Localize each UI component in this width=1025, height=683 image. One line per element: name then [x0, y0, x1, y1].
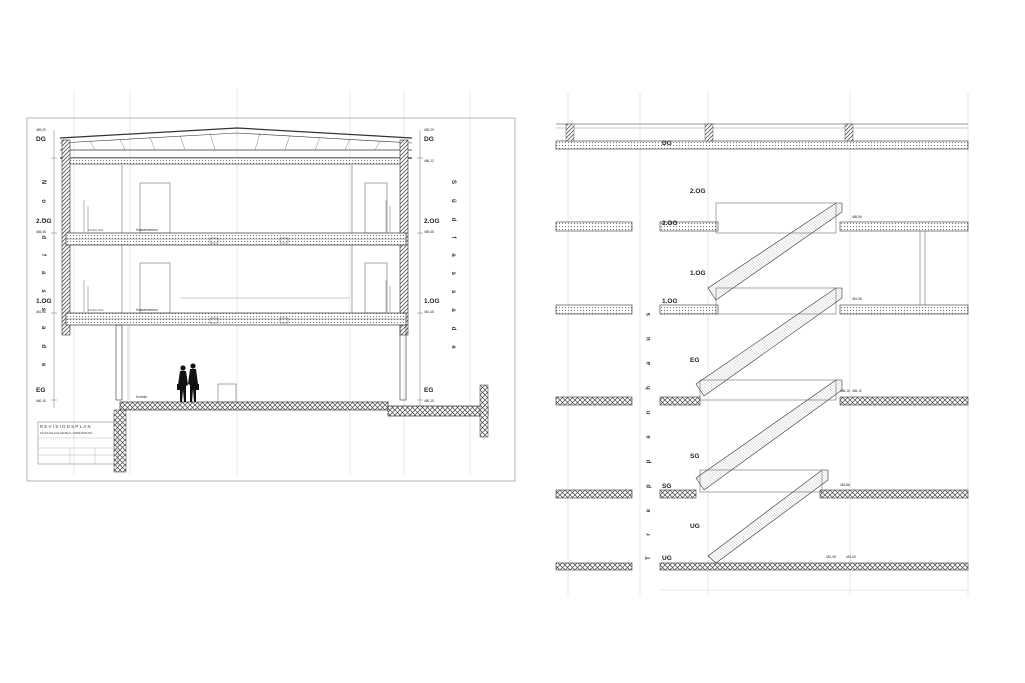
stair-eg-slab-left [555, 396, 633, 406]
stair-sg-slab-right [819, 489, 969, 499]
stair-level-ug: UG [662, 555, 672, 562]
elev-eg-left: 460,15 [36, 399, 46, 403]
stair-level-1og-flight: 1.OG [690, 270, 706, 277]
level-label-1og: 1.OG [36, 298, 52, 305]
foundation-right [479, 384, 489, 438]
elev-top-right: 469,29 [424, 128, 434, 132]
stair-level-eg: EG [690, 357, 699, 364]
stair-level-ug-flight: UG [690, 523, 700, 530]
title-block-subtitle: SCHULANLAGE NEUBAU / ERWEITERUNG [40, 431, 92, 435]
stair-side-text: Treppenhaus [646, 292, 652, 560]
stair-elev-2og: 465,56 [852, 215, 862, 219]
stair-1og-slab-left [555, 304, 633, 315]
room-label-korridor-eg: Korridor [136, 395, 148, 399]
side-text-nordfassade: Nordfassade [40, 180, 46, 381]
stair-flight-sg-eg [695, 379, 843, 491]
title-block-title: REVISIONSPLAN [40, 424, 92, 429]
stair-flight-1og-2og [707, 202, 843, 301]
stair-level-dg: DG [662, 140, 672, 147]
stair-elev-ug: 451,08 [826, 555, 836, 559]
left-grid-lines [73, 88, 471, 475]
elev-1og-right: 461,45 [424, 310, 434, 314]
stair-1og-slab-right [839, 304, 969, 315]
dg-slab [65, 157, 407, 165]
stair-elev-sg-landing: 456,16 [840, 389, 850, 393]
people-silhouettes [177, 363, 199, 402]
level-label-2og: 2.OG [36, 218, 52, 225]
elev-eg-right: 460,15 [424, 399, 434, 403]
stair-sg-slab-left [555, 489, 633, 499]
stair-eg-slab-mid [659, 396, 701, 406]
ground-door [217, 383, 237, 403]
eg-ground-slab [119, 401, 389, 411]
foundation-left [113, 409, 127, 473]
vertical-dimension-chains [51, 130, 423, 408]
stair-elev-1og: 461,56 [852, 297, 862, 301]
stair-2og-slab-left [555, 221, 633, 232]
stair-landings [699, 202, 926, 493]
stair-2og-slab-mid [659, 221, 719, 232]
stair-elev-ug-2: 451,60 [846, 555, 856, 559]
level-label-eg: EG [36, 387, 45, 394]
room-label-klassenzimmer-2og: Klassenzimmer [136, 228, 159, 232]
level-label-dg-right: DG [424, 136, 434, 143]
elev-dg-right: 466,12 [424, 159, 434, 163]
stair-2og-slab-right [839, 221, 969, 232]
interior-partitions [121, 165, 388, 314]
right-grid-lines [567, 92, 969, 595]
stair-level-2og-flight: 2.OG [690, 188, 706, 195]
left-section-sheet: DG 2.OG 1.OG EG DG 2.OG 1.OG EG 469,29 4… [26, 88, 516, 482]
stair-ug-slab-left [555, 562, 633, 571]
elev-top-left: 469,29 [36, 128, 46, 132]
stair-flight-eg-1og [695, 287, 843, 397]
stair-elev-eg: 456,12 [852, 389, 862, 393]
title-block: REVISIONSPLAN SCHULANLAGE NEUBAU / ERWEI… [37, 421, 119, 465]
right-stair-section-sheet: DG 2.OG 2.OG 1.OG 1.OG EG SG SG UG UG 46… [555, 92, 969, 595]
stair-level-sg: SG [690, 453, 699, 460]
stair-flight-ug-sg [707, 469, 829, 564]
level-label-eg-right: EG [424, 387, 433, 394]
room-label-korridor-2og: Korridor 2OG [88, 228, 103, 232]
elev-2og-left: 465,45 [36, 230, 46, 234]
side-text-suedfassade: Südfassade [450, 180, 456, 364]
stair-level-2og: 2.OG [662, 220, 678, 227]
level-label-1og-right: 1.OG [424, 298, 440, 305]
left-sheet-frame [26, 117, 516, 482]
stair-1og-slab-mid [659, 304, 719, 315]
elev-1og-left: 461,56 [36, 310, 46, 314]
stair-level-1og: 1.OG [662, 298, 678, 305]
eg-ground-slab-right [387, 405, 489, 417]
roof-structure [59, 127, 413, 159]
stair-ug-slab-right [659, 562, 969, 571]
stair-level-sg-floor: SG [662, 483, 671, 490]
detail-markers [83, 200, 391, 324]
stair-dg-slab [555, 140, 969, 150]
level-label-2og-right: 2.OG [424, 218, 440, 225]
stair-flights [695, 202, 843, 564]
stair-eg-slab-right [839, 396, 969, 406]
elev-2og-right: 465,45 [424, 230, 434, 234]
ground-floor-columns [115, 324, 407, 401]
level-label-dg: DG [36, 136, 46, 143]
stair-elev-sg: 454,86 [840, 483, 850, 487]
room-label-korridor-1og: Korridor 1OG [88, 308, 103, 312]
stair-sg-slab-mid [659, 489, 697, 499]
room-label-klassenzimmer-1og: Klassenzimmer [136, 308, 159, 312]
